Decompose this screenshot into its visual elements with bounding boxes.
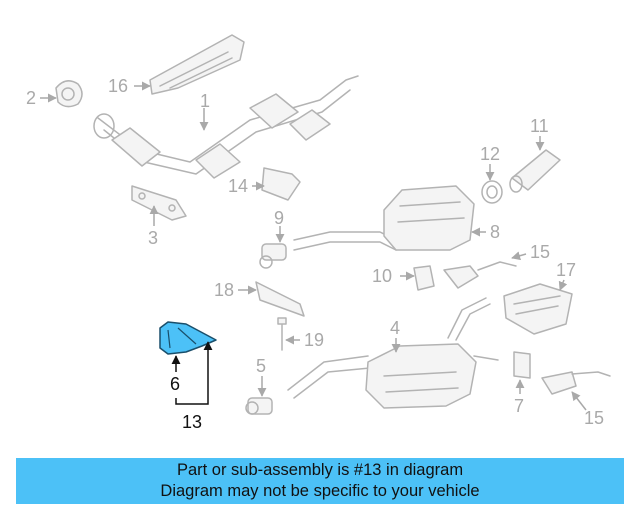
highlighted-part-6[interactable] <box>159 321 217 355</box>
bracket-part-3[interactable] <box>131 185 187 221</box>
front-pipe-part-1[interactable] <box>93 75 359 179</box>
info-banner: Part or sub-assembly is #13 in diagram D… <box>16 458 624 504</box>
heat-shield-part-16[interactable] <box>149 34 245 95</box>
callout-6: 6 <box>170 374 180 394</box>
callout-18: 18 <box>214 280 234 300</box>
callout-17: 17 <box>556 260 576 280</box>
hanger-part-14[interactable] <box>261 167 301 201</box>
callout-13: 13 <box>182 412 202 432</box>
tailpipe-tip-part-11[interactable] <box>509 149 561 193</box>
callout-5: 5 <box>256 356 266 376</box>
callout-8: 8 <box>490 222 500 242</box>
callout-11: 11 <box>530 116 549 136</box>
center-muffler-part-4[interactable] <box>287 297 499 409</box>
hanger-part-15-lower[interactable] <box>541 371 611 395</box>
bracket-part-7[interactable] <box>513 351 531 379</box>
bracket-part-18[interactable] <box>255 281 305 317</box>
insulator-part-9[interactable] <box>259 243 287 269</box>
insulator-part-5[interactable] <box>245 397 273 415</box>
callout-15-lower: 15 <box>584 408 604 428</box>
callout-labels: 1 2 3 4 5 6 7 8 9 10 11 12 13 14 15 15 1… <box>26 76 604 432</box>
callout-1: 1 <box>200 91 210 111</box>
rear-muffler-part-8[interactable] <box>293 185 475 251</box>
banner-line-2: Diagram may not be specific to your vehi… <box>160 482 480 500</box>
banner-line-1: Part or sub-assembly is #13 in diagram <box>176 461 464 479</box>
bracket-part-10[interactable] <box>413 265 435 291</box>
callout-15-upper: 15 <box>530 242 550 262</box>
callout-9: 9 <box>274 208 284 228</box>
callout-12: 12 <box>480 144 500 164</box>
callout-10: 10 <box>372 266 392 286</box>
callout-4: 4 <box>390 318 400 338</box>
callout-14: 14 <box>228 176 248 196</box>
callout-19: 19 <box>304 330 324 350</box>
gasket-part-2[interactable] <box>55 80 83 108</box>
hanger-part-15-upper[interactable] <box>443 261 517 289</box>
callout-2: 2 <box>26 88 36 108</box>
callout-3: 3 <box>148 228 158 248</box>
bolt-part-19[interactable] <box>277 317 287 351</box>
leader-lines <box>40 81 587 411</box>
heat-shield-part-17[interactable] <box>503 283 573 335</box>
clamp-part-12[interactable] <box>481 180 503 204</box>
callout-16: 16 <box>108 76 128 96</box>
callout-7: 7 <box>514 396 524 416</box>
